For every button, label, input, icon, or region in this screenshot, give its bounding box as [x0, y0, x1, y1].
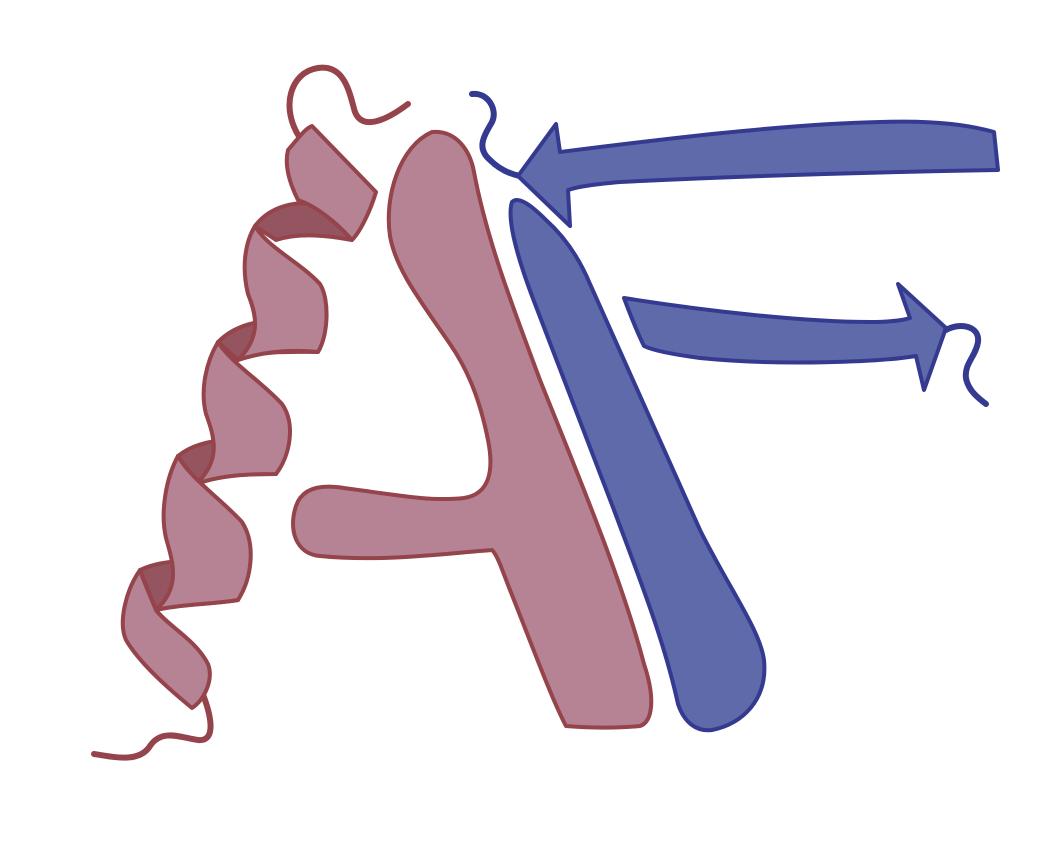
blue-loop-bar	[508, 198, 767, 733]
helix-tail-bottom	[91, 689, 214, 761]
blue-strand-bottom	[622, 282, 948, 392]
blue-tail-right	[943, 323, 989, 407]
helix-tail-top	[286, 64, 411, 141]
helix-front-ribbons	[120, 124, 378, 710]
blue-tail-top	[469, 90, 523, 179]
mauve-loop-bar	[291, 129, 654, 730]
blue-strand-top	[516, 119, 1000, 228]
